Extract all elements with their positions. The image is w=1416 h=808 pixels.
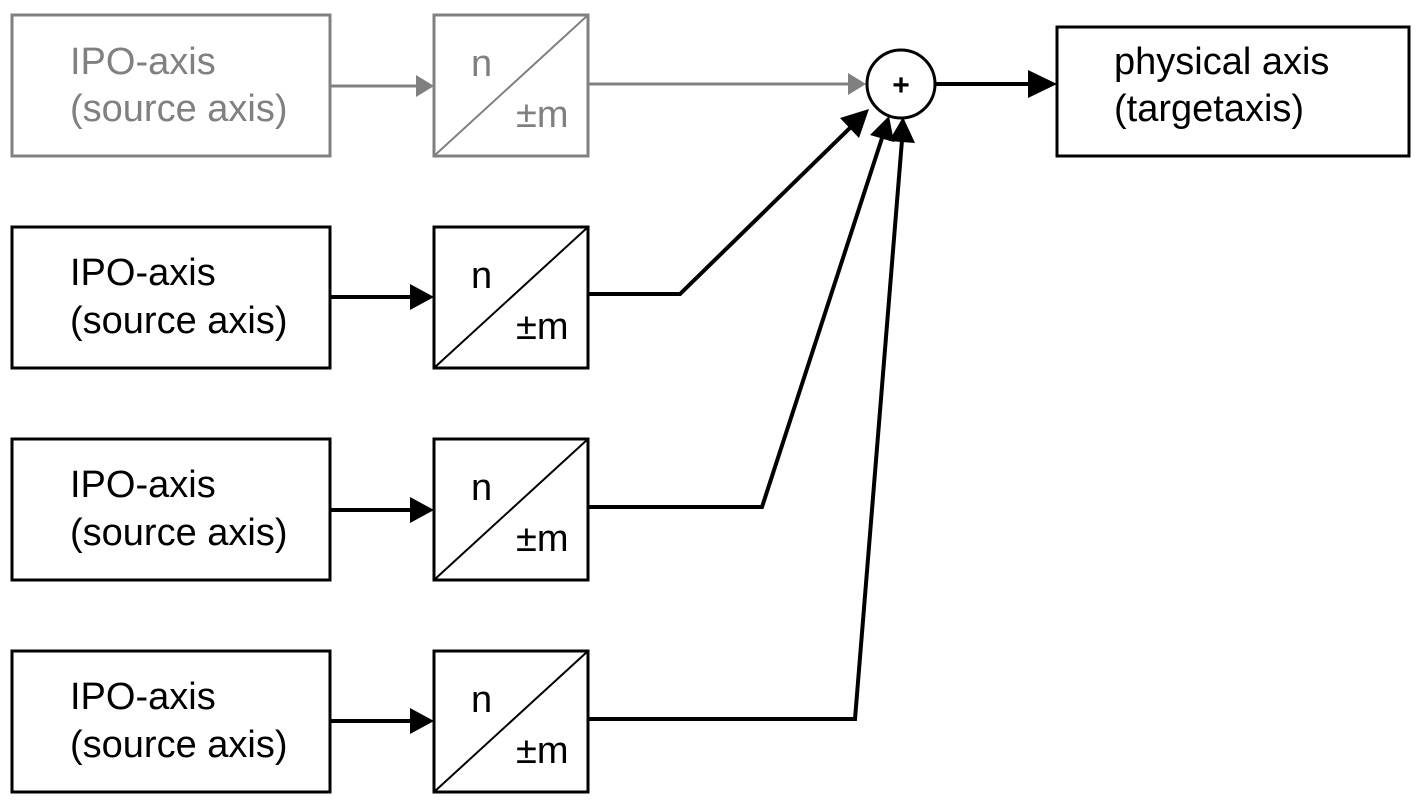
connector-1: [330, 73, 866, 97]
ratio-2-denominator: ±m: [516, 306, 569, 348]
summing-junction: +: [865, 48, 937, 120]
source-axis-4-name: IPO-axis: [70, 676, 216, 718]
ratio-block-1: n ±m: [432, 13, 590, 158]
arrowhead-icon: [416, 75, 434, 97]
connector-3: [330, 116, 894, 523]
source-axis-4-role: (source axis): [70, 724, 288, 766]
arrowhead-icon: [410, 284, 434, 310]
arrowhead-icon: [889, 117, 915, 143]
ratio-block-4: n ±m: [432, 649, 590, 794]
source-axis-2-role: (source axis): [70, 300, 288, 342]
ratio-1-numerator: n: [471, 43, 492, 85]
target-axis-block: physical axis (targetaxis): [1055, 25, 1411, 158]
source-axis-2-name: IPO-axis: [70, 252, 216, 294]
source-axis-1-name: IPO-axis: [70, 41, 216, 83]
ratio-4-numerator: n: [471, 679, 492, 721]
ratio-block-3: n ±m: [432, 437, 590, 582]
output-connector: [935, 70, 1057, 98]
source-axis-3-name: IPO-axis: [70, 464, 216, 506]
ratio-3-numerator: n: [471, 467, 492, 509]
ratio-block-2: n ±m: [432, 225, 590, 370]
target-axis-name: physical axis: [1114, 41, 1329, 83]
arrowhead-icon: [410, 497, 434, 523]
source-axis-block-3: IPO-axis (source axis): [10, 437, 332, 582]
source-axis-block-2: IPO-axis (source axis): [10, 225, 332, 370]
target-axis-role: (targetaxis): [1114, 88, 1304, 130]
source-axis-3-role: (source axis): [70, 512, 288, 554]
arrowhead-icon: [848, 73, 866, 95]
arrowhead-icon: [1028, 70, 1057, 98]
connector-2: [330, 109, 869, 310]
source-axis-block-4: IPO-axis (source axis): [10, 649, 332, 794]
ratio-4-denominator: ±m: [516, 730, 569, 772]
plus-icon: +: [892, 69, 910, 102]
source-axis-1-role: (source axis): [70, 88, 288, 130]
ratio-3-denominator: ±m: [516, 518, 569, 560]
arrowhead-icon: [410, 708, 434, 734]
arrowhead-icon: [870, 116, 894, 142]
connector-4: [330, 117, 915, 734]
ratio-2-numerator: n: [471, 255, 492, 297]
ratio-1-denominator: ±m: [516, 94, 569, 136]
source-axis-block-1: IPO-axis (source axis): [10, 13, 332, 158]
arrowhead-icon: [840, 109, 869, 138]
